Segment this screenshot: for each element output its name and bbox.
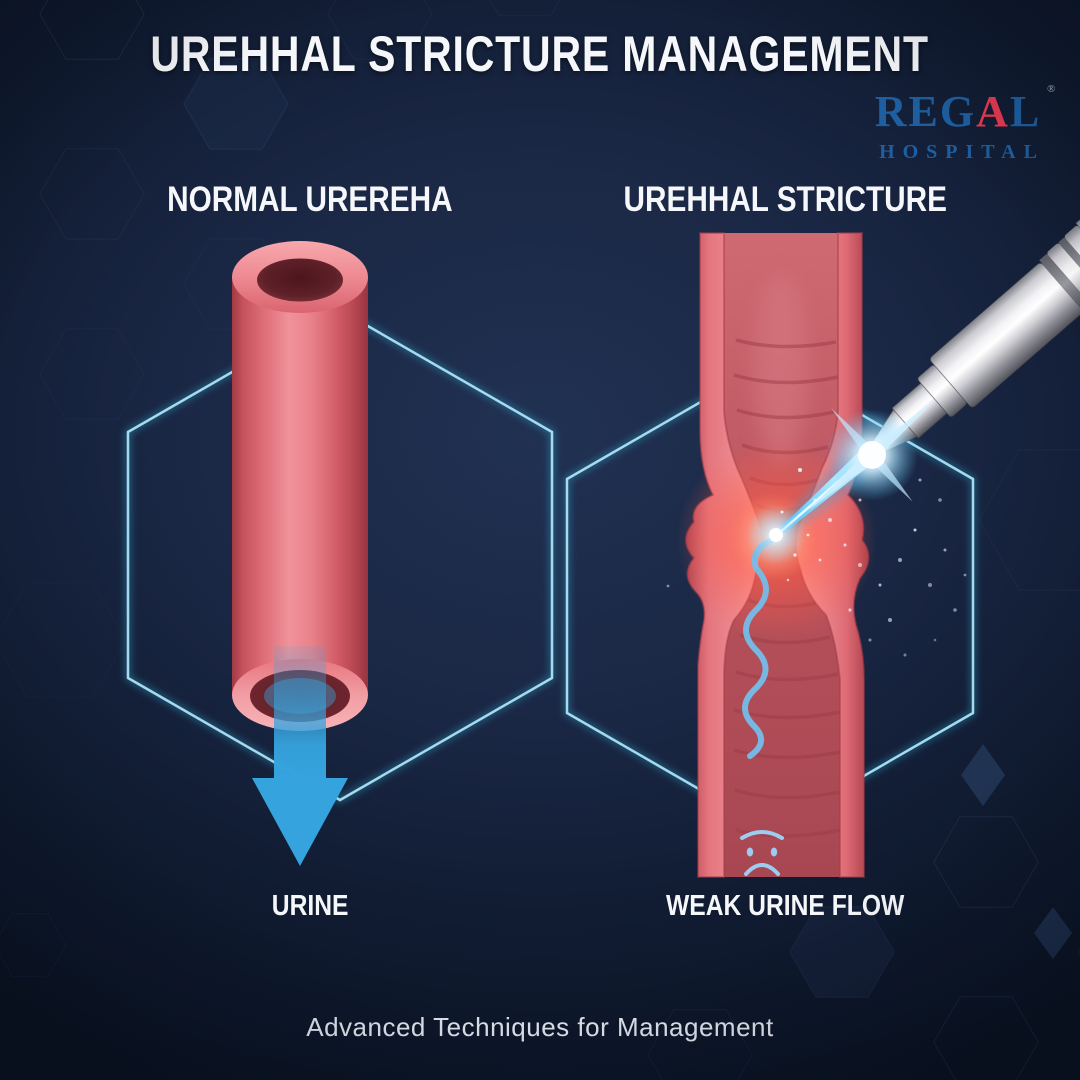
logo-word-start: REG [874, 87, 977, 136]
weak-urine-flow-label: WEAK URINE FLOW [540, 888, 1030, 924]
hexagon-outline-icon [0, 582, 127, 698]
normal-heading-text: NORMAL UREREHA [167, 180, 453, 219]
urine-flow-arrow-icon [252, 646, 348, 866]
stricture-section-heading: UREHHAL STRICTURE [540, 180, 1030, 220]
footer-caption: Advanced Techniques for Management [0, 1012, 1080, 1043]
registered-mark: ® [1047, 83, 1056, 95]
page-title-text: UREHHAL STRICTURE MANAGEMENT [150, 26, 930, 82]
page-title: UREHHAL STRICTURE MANAGEMENT [0, 24, 1080, 84]
stricture-heading-text: UREHHAL STRICTURE [623, 180, 947, 219]
diamond-accent [1034, 907, 1072, 959]
sad-face-icon [740, 830, 784, 876]
hexagon-outline-icon [472, 0, 578, 16]
logo-wordmark: REGAL ® [874, 84, 1056, 136]
laser-flare [746, 399, 937, 565]
sparkle-particles [666, 468, 967, 657]
weak-urine-flow-label-text: WEAK URINE FLOW [665, 890, 905, 922]
hexagon-outline-icon [978, 449, 1080, 591]
footer-caption-text: Advanced Techniques for Management [306, 1012, 774, 1042]
hexagon-outline-icon [39, 328, 145, 420]
urine-label: URINE [60, 888, 560, 924]
urine-label-text: URINE [271, 890, 349, 922]
logo-word-end: L [1009, 87, 1042, 136]
hexagon-outline-icon [126, 308, 554, 802]
logo-accent-letter: A [976, 87, 1010, 136]
hospital-logo: REGAL ® HOSPITAL [858, 84, 1058, 163]
hexagon-outline-icon [0, 913, 67, 977]
weak-stream-wave-icon [742, 537, 775, 759]
normal-section-heading: NORMAL UREREHA [60, 180, 560, 220]
diamond-accent [961, 744, 1005, 806]
logo-subtitle: HOSPITAL [879, 141, 1045, 163]
